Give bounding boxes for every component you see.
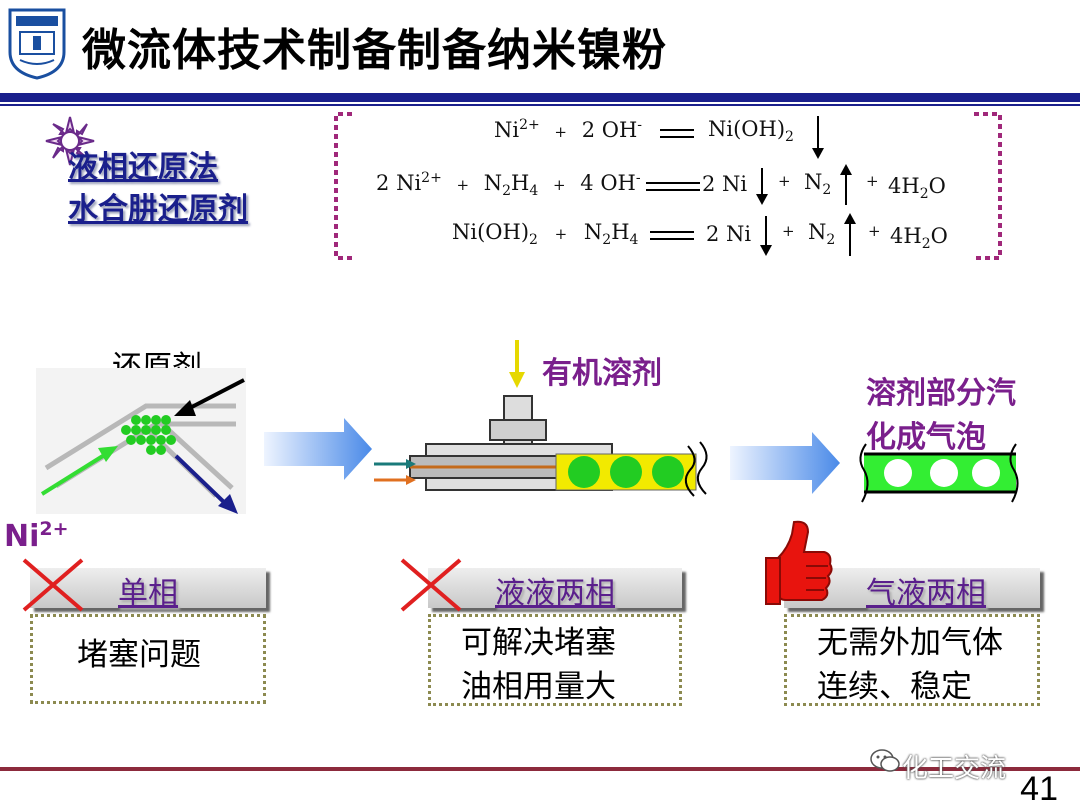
equation-bracket <box>334 112 1002 260</box>
reject-x-icon <box>400 558 462 612</box>
sun-bullet-icon <box>45 116 95 166</box>
equation-2-product-water: 4H2O <box>888 174 946 203</box>
phase-note-single: 堵塞问题 <box>30 614 266 704</box>
thumbs-up-icon <box>765 520 833 605</box>
equation-1: Ni2+ + 2 OH- <box>494 117 643 142</box>
phase-note-line: 无需外加气体 <box>817 625 1003 661</box>
university-logo <box>8 8 66 80</box>
equation-1-product: Ni(OH)2 <box>708 117 794 146</box>
plus-sign: + <box>866 172 879 190</box>
wechat-icon <box>870 749 900 772</box>
vaporize-label-line1: 溶剂部分汽 <box>866 376 1016 411</box>
precipitate-arrow-icon <box>760 216 772 256</box>
phase-note-line: 堵塞问题 <box>77 637 201 673</box>
phase-title-liquid-liquid: 液液两相 <box>495 576 615 611</box>
method-hydrazine-reductant: 水合肼还原剂 <box>68 192 248 227</box>
equation-2-product-ni: 2 Ni <box>702 172 748 196</box>
phase-note-liquid-liquid: 可解决堵塞 油相用量大 <box>428 614 682 706</box>
gas-arrow-icon <box>844 213 856 256</box>
vaporize-label-line2: 化成气泡 <box>866 420 986 455</box>
header-rule-thin <box>0 104 1080 106</box>
equals-sign <box>650 231 694 240</box>
precipitate-arrow-icon <box>812 116 824 159</box>
flow-arrow-icon <box>264 418 372 480</box>
gas-arrow-icon <box>840 164 852 205</box>
watermark-text: 化工交流 <box>902 754 1007 784</box>
gas-liquid-diagram <box>859 443 1019 503</box>
phase-note-line: 油相用量大 <box>461 669 616 705</box>
reject-x-icon <box>22 558 84 612</box>
equation-3-product-ni: 2 Ni <box>706 222 752 246</box>
equation-3-product-water: 4H2O <box>890 224 948 253</box>
method-liquid-reduction: 液相还原法 <box>68 150 218 185</box>
phase-note-line: 连续、稳定 <box>817 669 972 705</box>
phase-header-liquid-liquid <box>428 568 682 608</box>
solvent-inlet-arrow-icon <box>509 340 525 388</box>
nickel-ion-label: Ni2+ <box>4 518 69 554</box>
equation-2: 2 Ni2+ + N2H4 + 4 OH- <box>376 170 641 200</box>
organic-solvent-label: 有机溶剂 <box>542 356 662 391</box>
page-number: 41 <box>1020 770 1058 808</box>
plus-sign: + <box>868 222 881 240</box>
flow-arrow-icon <box>730 432 840 494</box>
equals-sign <box>660 129 694 138</box>
phase-title-single: 单相 <box>118 576 178 611</box>
phase-title-gas-liquid: 气液两相 <box>866 576 986 611</box>
plus-sign: + <box>782 222 795 240</box>
phase-note-line: 可解决堵塞 <box>461 625 616 661</box>
equals-sign <box>646 182 700 191</box>
equation-3-product-n2: N2 <box>808 220 836 249</box>
phase-note-gas-liquid: 无需外加气体 连续、稳定 <box>784 614 1040 706</box>
page-title: 微流体技术制备制备纳米镍粉 <box>82 25 667 76</box>
t-junction-diagram <box>36 368 246 514</box>
equation-3: Ni(OH)2 + N2H4 <box>452 220 639 249</box>
equation-2-product-n2: N2 <box>804 170 832 199</box>
plus-sign: + <box>778 172 791 190</box>
precipitate-arrow-icon <box>756 168 768 205</box>
header-rule <box>0 93 1080 102</box>
footer-rule <box>0 767 1080 771</box>
liquid-liquid-diagram <box>374 395 708 497</box>
